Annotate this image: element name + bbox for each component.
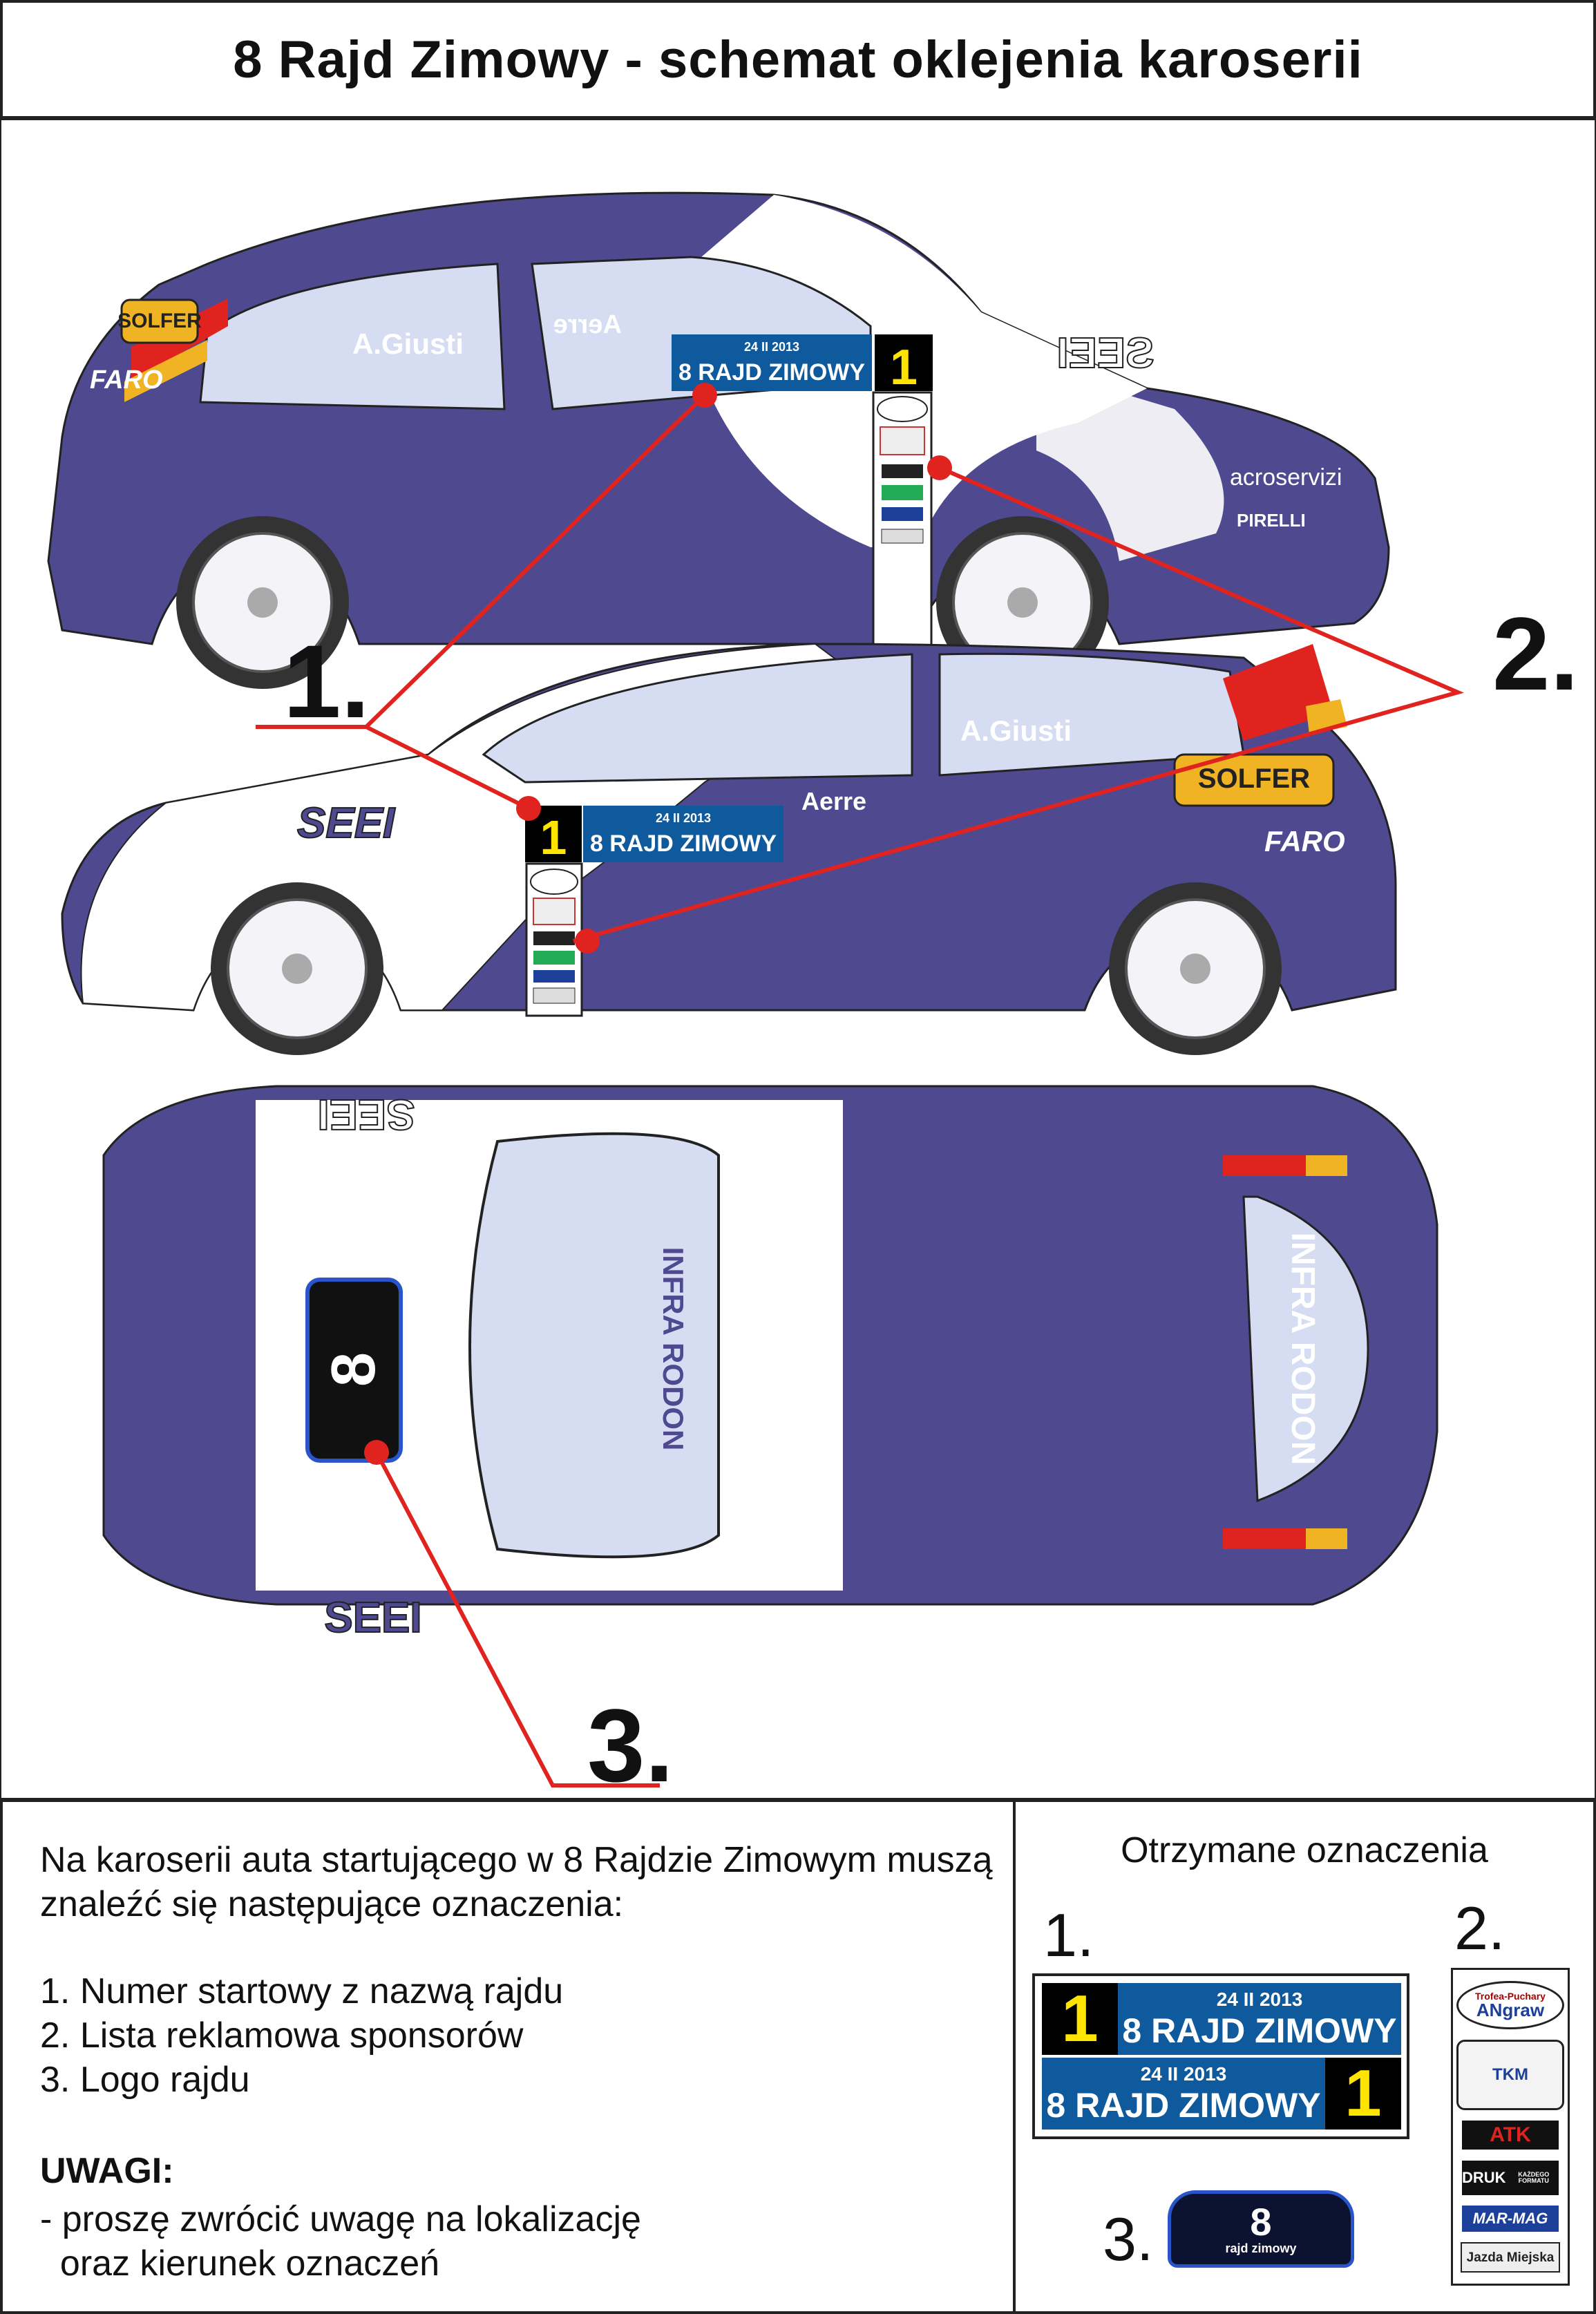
list-item: 1. Numer startowy z nazwą rajdu bbox=[40, 1971, 564, 2011]
start-number-plate-left: 1 24 II 2013 8 RAJD ZIMOWY bbox=[1042, 1982, 1401, 2056]
car-side-view-left: SEEI SOLFER A.Giusti Aerre FARO acroserv… bbox=[61, 643, 1397, 1055]
rally-logo-number: 8 bbox=[1250, 2199, 1272, 2244]
sponsor-mar-mag: MAR-MAG bbox=[1462, 2205, 1559, 2232]
sponsor-jazda-name: Jazda Miejska bbox=[1466, 2250, 1555, 2265]
svg-text:INFRA RODON: INFRA RODON bbox=[657, 1247, 690, 1451]
rally-logo: 8 rajd zimowy bbox=[1168, 2190, 1354, 2268]
instructions-intro: Na karoserii auta startującego w 8 Rajdz… bbox=[40, 1840, 993, 1924]
page-title: 8 Rajd Zimowy - schemat oklejenia karose… bbox=[233, 30, 1363, 89]
received-label-2: 2. bbox=[1454, 1894, 1505, 1962]
svg-text:24 II 2013: 24 II 2013 bbox=[656, 811, 711, 825]
received-title: Otrzymane oznaczenia bbox=[1121, 1830, 1488, 1870]
callout-lines bbox=[256, 393, 1464, 1787]
svg-text:Aerre: Aerre bbox=[553, 310, 622, 339]
svg-text:PIRELLI: PIRELLI bbox=[131, 974, 200, 995]
sponsor-mar-mag-name: MAR-MAG bbox=[1472, 2209, 1548, 2227]
sponsor-tkm-name: TKM bbox=[1492, 2065, 1528, 2084]
sponsor-list: Trofea-Puchary ANgraw TKM ATK DRUK KAŻDE… bbox=[1451, 1968, 1570, 2286]
svg-text:8: 8 bbox=[319, 1352, 388, 1387]
svg-text:FARO: FARO bbox=[90, 366, 163, 395]
svg-text:SEEI: SEEI bbox=[317, 1090, 415, 1138]
sponsor-jazda-miejska: Jazda Miejska bbox=[1461, 2242, 1560, 2273]
livery-diagram: SOLFER SEEI A.Giusti Aerre acroservizi P… bbox=[0, 119, 1596, 1799]
sponsor-angraw-name: ANgraw bbox=[1476, 1999, 1545, 2020]
sponsor-angraw-sub: Trofea-Puchary bbox=[1475, 1990, 1546, 2002]
car-top-view: SEEI SEEI INFRA RODON INFRA RODON 8 bbox=[102, 1085, 1438, 1642]
svg-text:8 RAJD ZIMOWY: 8 RAJD ZIMOWY bbox=[678, 359, 865, 386]
svg-text:A.Giusti: A.Giusti bbox=[960, 714, 1072, 747]
plate-date: 24 II 2013 bbox=[1140, 2063, 1227, 2085]
received-label-3: 3. bbox=[1103, 2205, 1154, 2273]
svg-text:Aerre: Aerre bbox=[801, 787, 866, 815]
title-box: 8 Rajd Zimowy - schemat oklejenia karose… bbox=[0, 0, 1596, 119]
sponsor-angraw: Trofea-Puchary ANgraw bbox=[1456, 1980, 1564, 2029]
plate-pair: 1 24 II 2013 8 RAJD ZIMOWY 24 II 2013 8 … bbox=[1032, 1973, 1409, 2139]
sponsor-atk: ATK bbox=[1462, 2121, 1559, 2150]
list-item: 3. Logo rajdu bbox=[40, 2060, 250, 2100]
remarks-text: - proszę zwrócić uwagę na lokalizację or… bbox=[40, 2199, 641, 2284]
received-label-1: 1. bbox=[1043, 1901, 1094, 1969]
svg-text:acroservizi: acroservizi bbox=[1230, 464, 1342, 491]
callout-label-1: 1. bbox=[283, 623, 370, 739]
sponsor-druk: DRUK KAŻDEGO FORMATU bbox=[1462, 2160, 1559, 2195]
sponsor-druk-sub: KAŻDEGO FORMATU bbox=[1518, 2170, 1550, 2184]
plate-body: 24 II 2013 8 RAJD ZIMOWY bbox=[1118, 1983, 1401, 2055]
sponsor-tkm: TKM bbox=[1456, 2039, 1564, 2110]
plate-date: 24 II 2013 bbox=[1216, 1989, 1303, 2010]
plate-number: 1 bbox=[1042, 1982, 1118, 2056]
plate-rally-name: 8 RAJD ZIMOWY bbox=[1046, 2086, 1321, 2125]
callout-label-2: 2. bbox=[1492, 596, 1579, 712]
sponsor-druk-name: DRUK bbox=[1462, 2168, 1506, 2186]
rally-logo-text: rajd zimowy bbox=[1225, 2241, 1297, 2255]
sponsor-atk-name: ATK bbox=[1490, 2123, 1531, 2147]
list-item: 2. Lista reklamowa sponsorów bbox=[40, 2016, 524, 2056]
plate-body: 24 II 2013 8 RAJD ZIMOWY bbox=[1042, 2058, 1325, 2130]
callout-dots bbox=[364, 383, 952, 1465]
svg-text:INFRA RODON: INFRA RODON bbox=[1284, 1233, 1321, 1466]
svg-text:1: 1 bbox=[540, 810, 567, 864]
svg-text:A.Giusti: A.Giusti bbox=[352, 328, 464, 360]
plate-rally-name: 8 RAJD ZIMOWY bbox=[1122, 2011, 1397, 2050]
instructions-list: 1. Numer startowy z nazwą rajdu 2. Lista… bbox=[40, 1969, 563, 2102]
callout-label-3: 3. bbox=[587, 1687, 674, 1803]
start-number-plate-right: 24 II 2013 8 RAJD ZIMOWY 1 bbox=[1042, 2056, 1401, 2130]
svg-text:1: 1 bbox=[890, 340, 918, 395]
remarks-title: UWAGI: bbox=[40, 2151, 174, 2191]
plate-number: 1 bbox=[1325, 2056, 1401, 2130]
svg-text:SOLFER: SOLFER bbox=[117, 310, 202, 332]
svg-text:8 RAJD ZIMOWY: 8 RAJD ZIMOWY bbox=[590, 831, 777, 857]
svg-text:SEEI: SEEI bbox=[1056, 330, 1154, 377]
svg-text:SOLFER: SOLFER bbox=[1198, 764, 1310, 794]
car-side-view-right: SOLFER SEEI A.Giusti Aerre acroservizi P… bbox=[47, 191, 1390, 689]
svg-text:SEEI: SEEI bbox=[324, 1594, 421, 1642]
svg-text:24 II 2013: 24 II 2013 bbox=[744, 340, 799, 354]
svg-text:acroservizi: acroservizi bbox=[93, 925, 199, 950]
svg-text:PIRELLI: PIRELLI bbox=[1237, 510, 1306, 531]
svg-text:SEEI: SEEI bbox=[297, 799, 396, 847]
received-panel bbox=[1013, 1799, 1596, 2314]
svg-text:FARO: FARO bbox=[1264, 825, 1345, 857]
